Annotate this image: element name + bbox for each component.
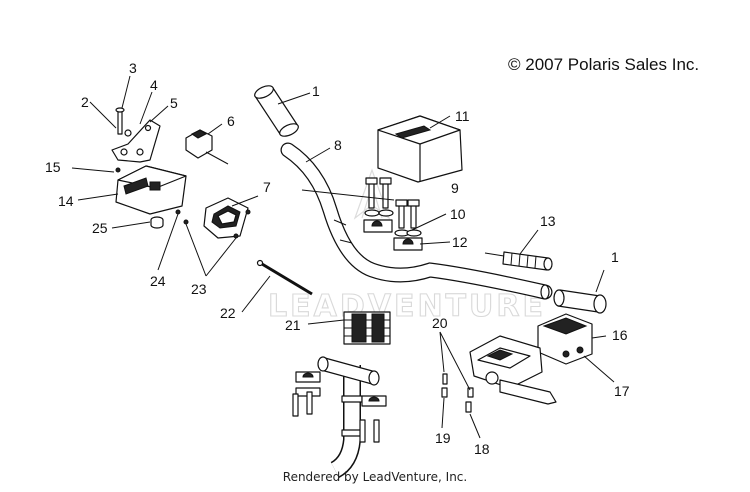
handlebar [280,142,553,300]
lever-screws [441,373,474,413]
callout-7: 7 [263,179,271,195]
callout-12: 12 [452,234,468,250]
lower-clamps [292,371,387,443]
brake-lever-assembly [469,335,557,405]
callout-4: 4 [150,77,158,93]
grip-left [254,85,299,137]
callout-3: 3 [129,60,137,76]
callout-21: 21 [285,317,301,333]
callout-labels: 1 1 2 3 4 5 6 7 8 9 10 11 12 13 14 15 16… [45,60,630,457]
callout-5: 5 [170,95,178,111]
screw-23a [183,219,189,225]
screw-15 [115,167,121,173]
callout-11: 11 [455,108,470,124]
handlebar-pad [377,115,463,183]
screw-7 [245,209,251,215]
rendered-by-footer: Rendered by LeadVenture, Inc. [282,470,468,484]
callout-13: 13 [540,213,556,229]
clamp-bolts-upper [365,177,420,229]
riser-pad [343,311,391,345]
callout-6: 6 [227,113,235,129]
callout-17: 17 [614,383,630,399]
callout-8: 8 [334,137,342,153]
copyright-notice: © 2007 Polaris Sales Inc. [508,55,700,74]
callout-22: 22 [220,305,236,321]
watermark-text: LEADVENTURE [268,289,546,324]
screw-23b [233,233,239,239]
callout-14: 14 [58,193,74,209]
callout-2: 2 [81,94,89,110]
switch-clip [185,129,229,165]
callout-16: 16 [612,327,628,343]
callout-20: 20 [432,315,448,331]
grip-right [553,289,607,314]
callout-9: 9 [451,180,459,196]
callout-19: 19 [435,430,451,446]
leader-lines [71,75,615,439]
throttle-grip [484,251,553,271]
switch-plate [203,197,249,239]
throttle-housing [537,313,593,365]
callout-1-left: 1 [312,83,320,99]
callout-18: 18 [474,441,490,457]
callout-24: 24 [150,273,166,289]
steering-post [317,356,380,478]
washer-24 [175,209,181,215]
switch-housing [115,165,187,215]
callout-23: 23 [191,281,207,297]
callout-25: 25 [92,220,108,236]
upper-clamps [363,209,423,251]
callout-15: 15 [45,159,61,175]
callout-10: 10 [450,206,466,222]
cable [256,259,313,296]
cap-25 [150,216,164,229]
callout-1-right: 1 [611,249,619,265]
mount-bracket [111,107,161,163]
